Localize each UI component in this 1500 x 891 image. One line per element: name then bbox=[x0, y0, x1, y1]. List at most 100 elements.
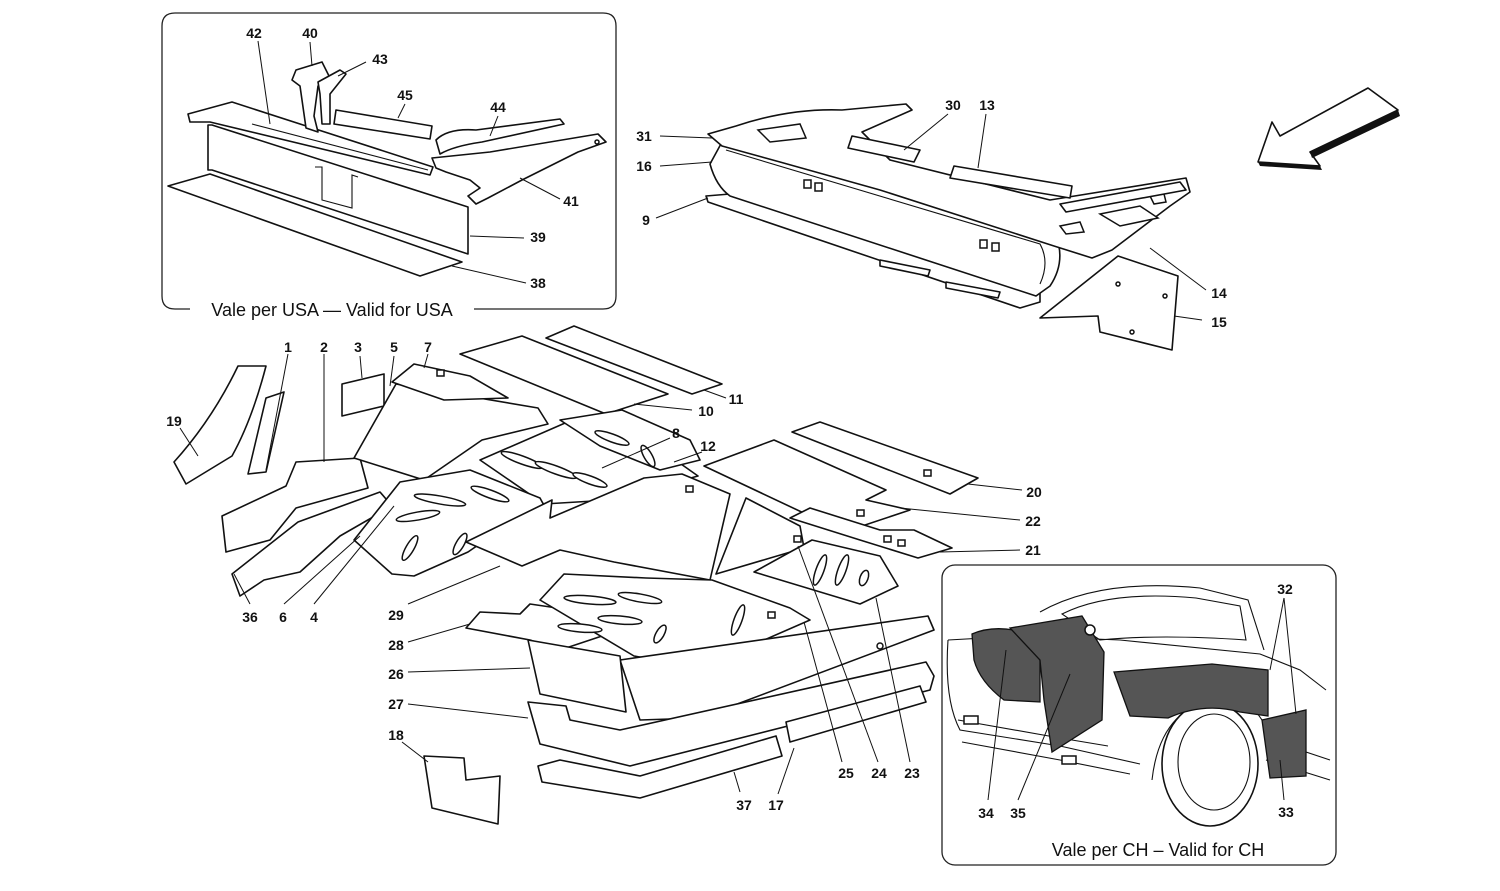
leader-15 bbox=[1173, 315, 1203, 321]
callout-21: 21 bbox=[1025, 542, 1041, 558]
part-25-slot-d bbox=[597, 614, 643, 626]
part-21-clip-a bbox=[883, 535, 892, 543]
callout-42: 42 bbox=[246, 25, 262, 41]
leader-34 bbox=[987, 649, 1007, 801]
part-13-pad bbox=[949, 165, 1073, 199]
part-4-slot-c bbox=[470, 485, 510, 503]
part-16-clip-a bbox=[803, 179, 812, 189]
callout-19: 19 bbox=[166, 413, 182, 429]
callout-1: 1 bbox=[284, 339, 292, 355]
part-15-hole-a bbox=[1115, 281, 1121, 287]
part-4-slot-b bbox=[413, 493, 467, 507]
part-26-hole bbox=[876, 642, 884, 650]
callout-12: 12 bbox=[700, 438, 716, 454]
callout-6: 6 bbox=[279, 609, 287, 625]
leader-37 bbox=[733, 771, 741, 793]
part-15-hole-c bbox=[1129, 329, 1135, 335]
part-31-cutout-c bbox=[1058, 221, 1086, 235]
part-16-tab-b bbox=[945, 281, 1001, 299]
callout-7: 7 bbox=[424, 339, 432, 355]
callout-35: 35 bbox=[1010, 805, 1026, 821]
callout-33: 33 bbox=[1278, 804, 1294, 820]
part-2-panel bbox=[221, 457, 369, 553]
leader-9 bbox=[655, 197, 709, 219]
part-20-clip bbox=[923, 469, 932, 477]
part-42-strip bbox=[187, 101, 434, 176]
callout-43: 43 bbox=[372, 51, 388, 67]
callout-18: 18 bbox=[388, 727, 404, 743]
direction-arrow-shadow-b bbox=[1310, 110, 1400, 158]
callout-27: 27 bbox=[388, 696, 404, 712]
leader-33 bbox=[1279, 759, 1285, 801]
usa-inset-label: Vale per USA — Valid for USA bbox=[211, 300, 452, 320]
leader-14 bbox=[1149, 247, 1207, 291]
part-35-panel bbox=[1008, 615, 1105, 754]
callout-2: 2 bbox=[320, 339, 328, 355]
car-wheel-rim bbox=[1177, 713, 1251, 811]
part-17-trim bbox=[785, 685, 927, 743]
part-24-clip bbox=[793, 535, 802, 543]
part-25-slot-a bbox=[563, 594, 617, 606]
part-37-trim bbox=[537, 735, 783, 799]
leader-32a bbox=[1269, 597, 1285, 671]
part-29-clip-a bbox=[685, 485, 694, 493]
car-bumper bbox=[957, 719, 1131, 775]
part-15-hole-b bbox=[1162, 293, 1168, 299]
part-44-strip bbox=[435, 118, 565, 155]
callout-28: 28 bbox=[388, 637, 404, 653]
leader-13 bbox=[977, 113, 987, 169]
leader-42 bbox=[257, 40, 271, 125]
callout-16: 16 bbox=[636, 158, 652, 174]
part-1-strip bbox=[247, 391, 285, 475]
part-18-pad bbox=[423, 755, 501, 825]
part-23-slot-b bbox=[834, 554, 850, 586]
leader-43 bbox=[337, 61, 367, 77]
leader-32b bbox=[1283, 597, 1297, 715]
part-40-bracket bbox=[291, 61, 331, 133]
part-14-strip bbox=[1059, 181, 1187, 213]
callout-36: 36 bbox=[242, 609, 258, 625]
part-21-clip-b bbox=[897, 539, 906, 547]
callout-41: 41 bbox=[563, 193, 579, 209]
part-26-trim bbox=[619, 615, 935, 721]
callout-11: 11 bbox=[729, 391, 744, 407]
callout-10: 10 bbox=[698, 403, 714, 419]
part-23-slot-c bbox=[858, 569, 870, 587]
part-25-slot-e bbox=[653, 624, 667, 644]
callout-22: 22 bbox=[1025, 513, 1041, 529]
ch-inset-frame bbox=[941, 564, 1337, 866]
part-24-panel bbox=[715, 497, 805, 575]
part-16-tab-a bbox=[879, 259, 931, 277]
part-31-shelf bbox=[707, 103, 1191, 259]
part-27-trim bbox=[527, 661, 935, 767]
ch-inset: 32 33 34 35 Vale per CH – Valid for CH bbox=[941, 564, 1337, 866]
callout-17: 17 bbox=[768, 797, 784, 813]
callout-25: 25 bbox=[838, 765, 854, 781]
callout-20: 20 bbox=[1026, 484, 1042, 500]
leader-28 bbox=[407, 623, 471, 643]
leader-44 bbox=[489, 115, 499, 137]
leader-25 bbox=[803, 621, 843, 763]
part-41-hole bbox=[594, 139, 600, 145]
leader-19 bbox=[179, 427, 199, 457]
part-7-clip bbox=[436, 369, 445, 377]
leader-24 bbox=[797, 545, 879, 763]
part-8-slot-c bbox=[572, 472, 608, 488]
leader-3 bbox=[359, 355, 363, 379]
direction-arrow-shape bbox=[1257, 87, 1399, 167]
leader-26 bbox=[407, 667, 531, 673]
part-22-clip bbox=[856, 509, 865, 517]
leader-38 bbox=[451, 265, 527, 284]
leader-23 bbox=[875, 597, 911, 763]
callout-39: 39 bbox=[530, 229, 546, 245]
leader-4 bbox=[313, 505, 395, 605]
part-12-panel bbox=[559, 409, 701, 471]
part-31-cutout-b bbox=[1097, 205, 1160, 227]
callout-23: 23 bbox=[904, 765, 920, 781]
callout-9: 9 bbox=[642, 212, 650, 228]
part-39-panel bbox=[207, 124, 469, 255]
leader-40 bbox=[309, 41, 313, 67]
car-rear-window bbox=[1060, 595, 1247, 641]
rear-bulkhead-assembly: 31 16 9 30 13 14 15 bbox=[636, 97, 1227, 351]
